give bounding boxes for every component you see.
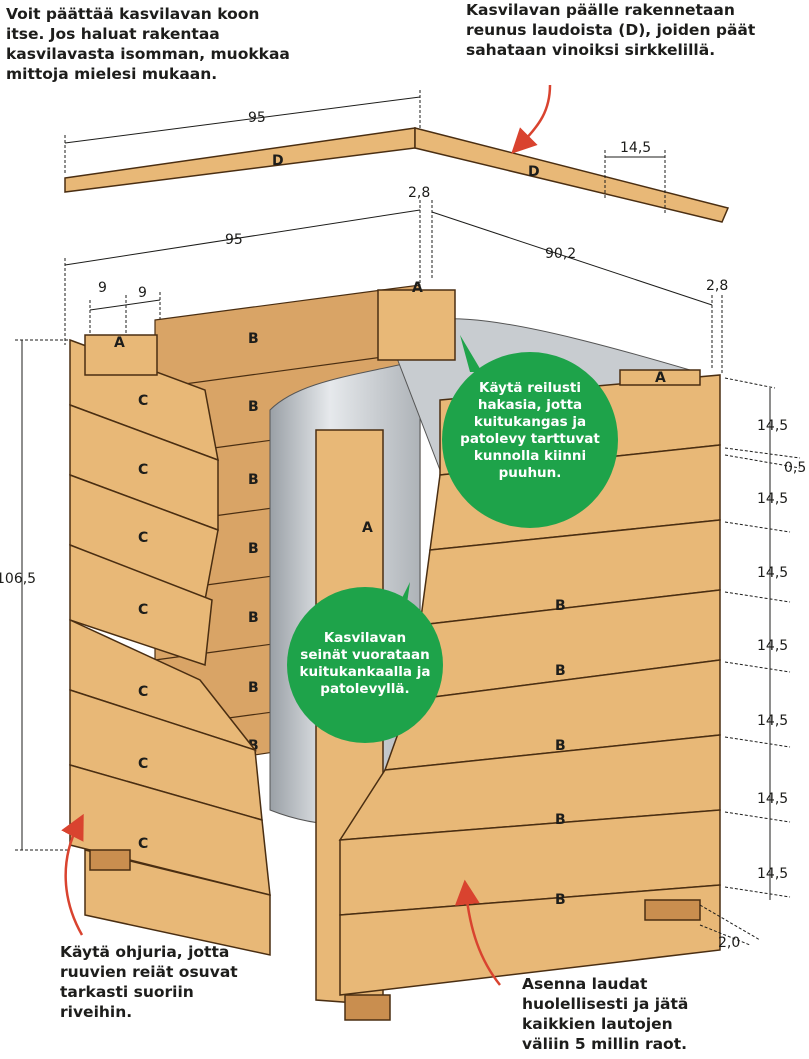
svg-text:B: B xyxy=(248,680,259,696)
label-a-right: A xyxy=(655,370,666,386)
svg-text:C: C xyxy=(138,756,148,772)
svg-text:14,5: 14,5 xyxy=(757,491,788,507)
svg-text:14,5: 14,5 xyxy=(757,638,788,654)
dim-box-depth: 90,2 xyxy=(545,246,576,262)
dim-post-b: 9 xyxy=(138,285,147,301)
bubble-lining-text: Kasvilavan seinät vuorataan kuitukankaal… xyxy=(299,630,431,697)
dim-corner-post: 2,8 xyxy=(408,185,430,201)
svg-text:B: B xyxy=(248,738,259,754)
svg-text:B: B xyxy=(248,399,259,415)
svg-text:C: C xyxy=(138,836,148,852)
board-d-left xyxy=(64,127,416,193)
svg-text:C: C xyxy=(138,684,148,700)
top-border-boards xyxy=(64,127,730,223)
label-a-front: A xyxy=(362,520,373,536)
svg-text:C: C xyxy=(138,462,148,478)
svg-text:C: C xyxy=(138,602,148,618)
svg-text:B: B xyxy=(555,598,566,614)
svg-text:C: C xyxy=(138,393,148,409)
dim-post-offset: 2,8 xyxy=(706,278,728,294)
svg-text:B: B xyxy=(248,610,259,626)
svg-text:14,5: 14,5 xyxy=(757,866,788,882)
label-d-right: D xyxy=(528,164,540,180)
note-size: Voit päättää kasvilavan koon itse. Jos h… xyxy=(6,5,290,83)
bubble-staples-shape xyxy=(442,335,618,528)
dim-top-board: 14,5 xyxy=(620,140,651,156)
feet xyxy=(89,849,701,1021)
top-dimension-lines xyxy=(64,90,666,215)
label-a-left: A xyxy=(114,335,125,351)
right-dimension-labels: 14,5 0,5 14,5 14,5 14,5 14,5 14,5 14,5 2… xyxy=(718,418,806,951)
svg-text:B: B xyxy=(555,663,566,679)
dim-top-width: 95 xyxy=(248,110,266,126)
board-d-right xyxy=(414,127,730,223)
svg-text:14,5: 14,5 xyxy=(757,791,788,807)
svg-text:B: B xyxy=(555,738,566,754)
svg-text:C: C xyxy=(138,530,148,546)
dim-post-a: 9 xyxy=(98,280,107,296)
bubble-lining-shape xyxy=(287,582,443,743)
note-guide: Käytä ohjuria, jotta ruuvien reiät osuva… xyxy=(60,943,238,1021)
back-wall-labels: B B B B B B B xyxy=(248,331,259,754)
dim-height: 106,5 xyxy=(0,571,36,587)
svg-text:B: B xyxy=(555,892,566,908)
post-a-right xyxy=(619,369,701,386)
right-wall-labels: B B B B B xyxy=(555,598,566,908)
svg-text:B: B xyxy=(555,812,566,828)
svg-text:B: B xyxy=(248,331,259,347)
dim-box-width: 95 xyxy=(225,232,243,248)
svg-text:0,5: 0,5 xyxy=(784,460,806,476)
bubble-staples-text: Käytä reilusti hakasia, jotta kuitukanga… xyxy=(460,380,600,481)
note-gaps: Asenna laudat huolellisesti ja jätä kaik… xyxy=(522,975,689,1053)
svg-text:14,5: 14,5 xyxy=(757,418,788,434)
svg-text:14,5: 14,5 xyxy=(757,713,788,729)
svg-text:2,0: 2,0 xyxy=(718,935,740,951)
left-wall-labels: C C C C C C C xyxy=(138,393,148,852)
box-dimension-lines xyxy=(15,200,723,851)
label-a-back: A xyxy=(412,280,423,296)
post-a-left xyxy=(84,334,158,376)
svg-text:B: B xyxy=(248,472,259,488)
note-border: Kasvilavan päälle rakennetaan reunus lau… xyxy=(466,1,756,59)
post-a-back xyxy=(377,289,456,361)
right-dimension-ticks xyxy=(699,377,801,946)
left-wall xyxy=(69,338,271,956)
svg-text:B: B xyxy=(248,541,259,557)
callout-arrows xyxy=(61,84,552,986)
svg-text:14,5: 14,5 xyxy=(757,565,788,581)
right-wall xyxy=(338,374,721,996)
label-d-left: D xyxy=(272,153,284,169)
